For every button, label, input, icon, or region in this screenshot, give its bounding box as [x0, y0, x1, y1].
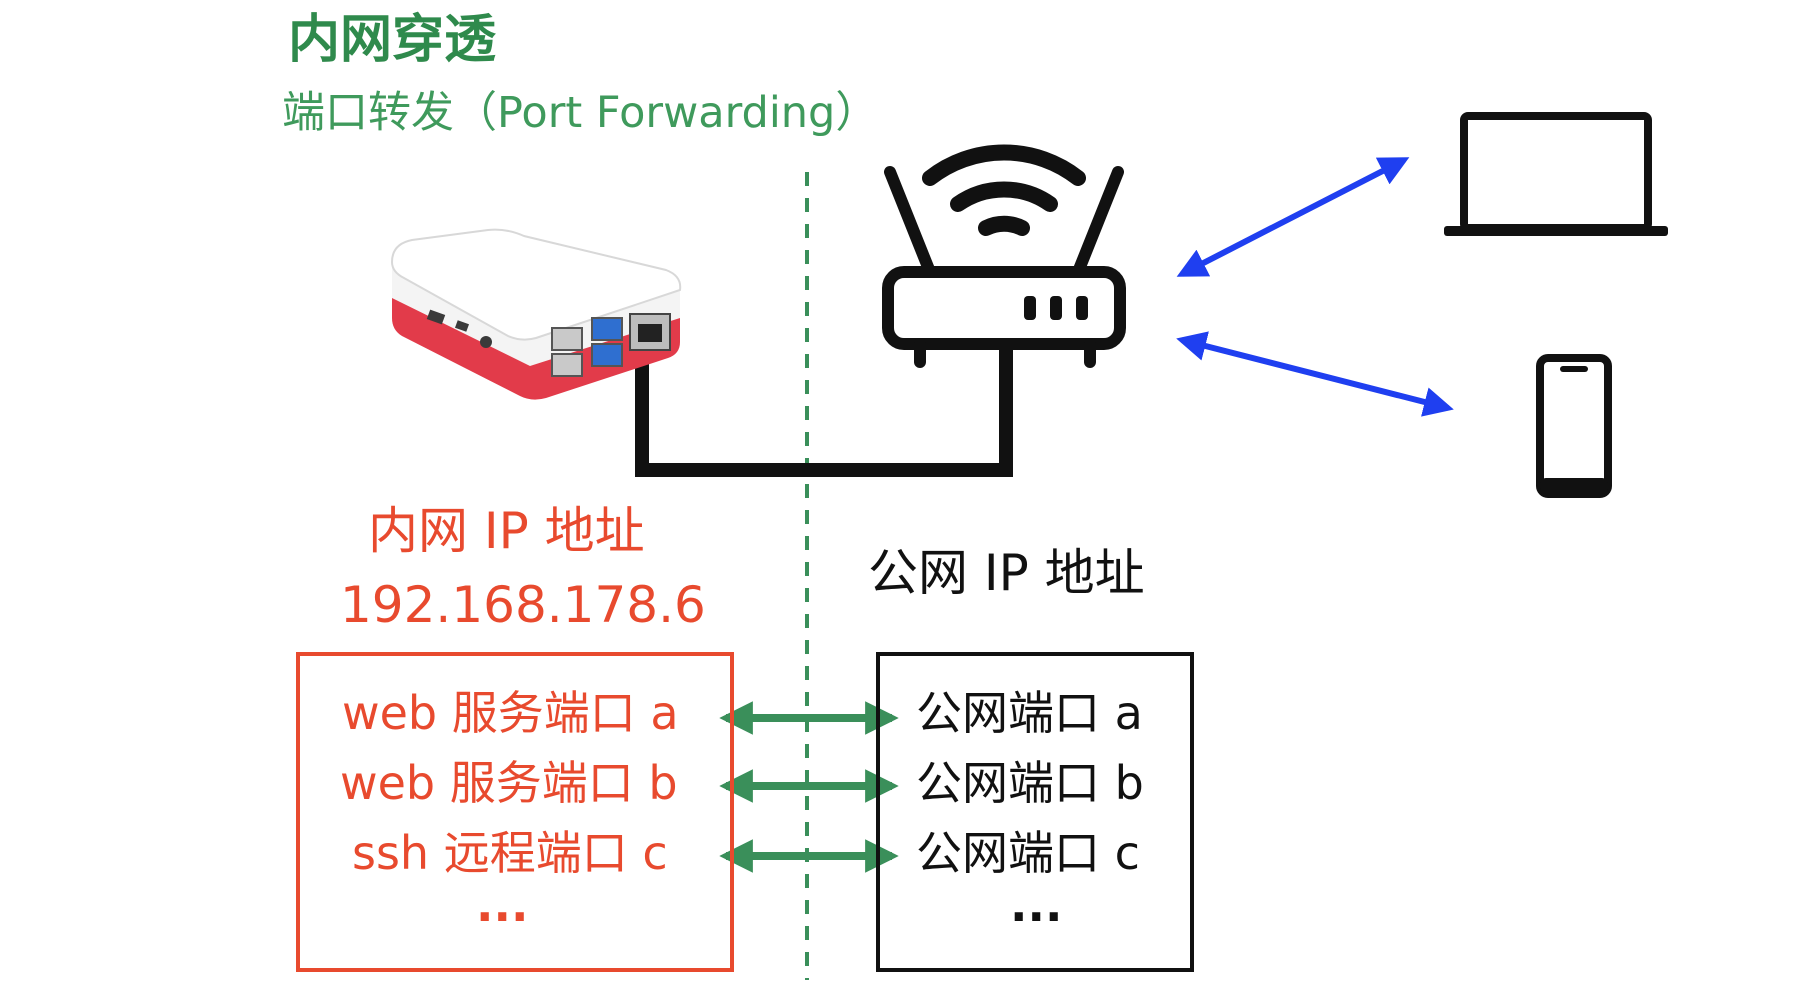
lan-port-box: web 服务端口 a web 服务端口 b ssh 远程端口 c ...	[296, 652, 734, 972]
wifi-router-icon	[882, 144, 1126, 368]
wan-port-item: 公网端口 a	[916, 686, 1143, 740]
smartphone-icon	[1536, 354, 1612, 498]
lan-ip-label: 内网 IP 地址	[368, 502, 645, 560]
wan-port-box: 公网端口 a 公网端口 b 公网端口 c ...	[876, 652, 1194, 972]
laptop-icon	[1444, 112, 1668, 236]
diagram-title: 内网穿透	[288, 10, 497, 70]
router-phone-wireless-arrow	[1176, 331, 1454, 417]
router-laptop-wireless-arrow	[1176, 157, 1410, 277]
lan-port-item: web 服务端口 b	[340, 756, 678, 810]
wan-ip-label: 公网 IP 地址	[868, 544, 1145, 602]
wan-port-item: 公网端口 c	[916, 826, 1140, 880]
diagram-subtitle: 端口转发（Port Forwarding）	[282, 88, 879, 138]
lan-port-item: ssh 远程端口 c	[352, 826, 668, 880]
ethernet-cable	[635, 348, 1013, 477]
wan-port-ellipsis: ...	[1010, 878, 1063, 932]
lan-port-item: web 服务端口 a	[342, 686, 679, 740]
raspberry-pi-device-icon	[390, 228, 682, 400]
lan-port-ellipsis: ...	[476, 878, 529, 932]
wan-port-item: 公网端口 b	[916, 756, 1144, 810]
lan-ip-address: 192.168.178.6	[340, 576, 706, 634]
